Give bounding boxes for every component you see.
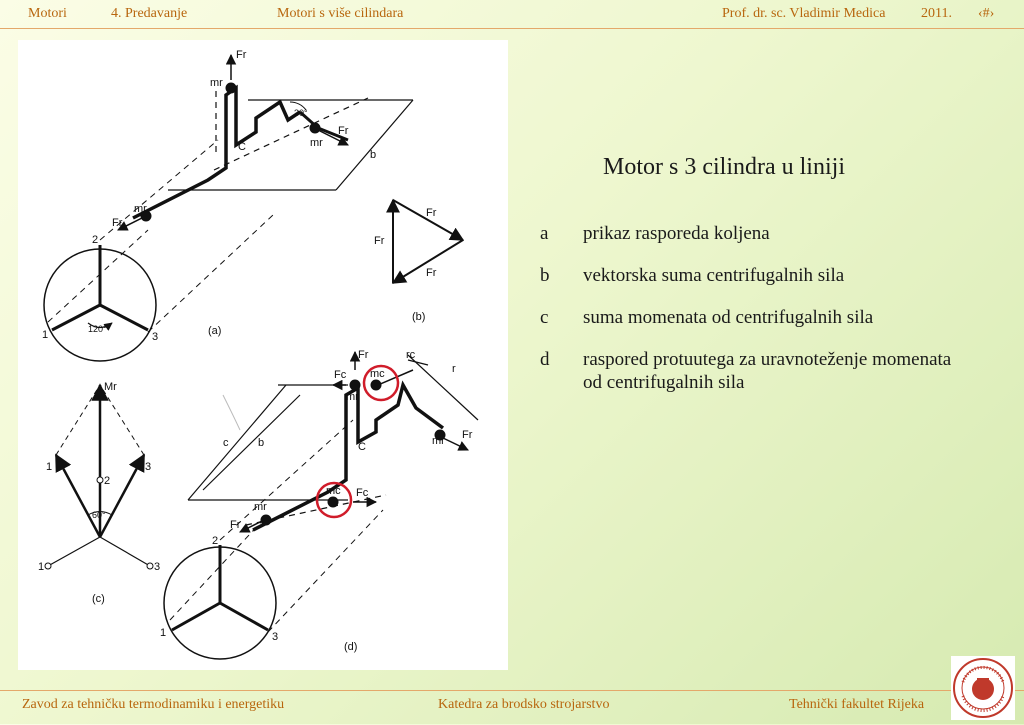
label-d-dim-b: b [258,437,264,449]
label-d-mr-top: mr [346,391,359,403]
footer-bar: Zavod za tehničku termodinamiku i energe… [0,690,1024,725]
label-c-2: 2 [104,475,110,487]
label-d-fc-bottom: Fc [356,487,369,499]
list-item-label: c [540,307,549,328]
label-d-fr-right: Fr [462,429,473,441]
footer-department: Zavod za tehničku termodinamiku i energe… [22,697,285,712]
label-a-fr-left: Fr [112,217,123,229]
list-item-label: b [540,265,550,286]
header-topic: Motori s više cilindara [277,6,404,21]
label-a-mr-top: mr [210,77,223,89]
label-a-fr-right: Fr [338,125,349,137]
label-a-30: 30° [294,108,308,118]
header-course: Motori [28,6,67,21]
label-c-60: 60° [92,510,106,520]
label-c-3: 3 [145,461,151,473]
label-a-c: C [238,141,246,153]
label-d-dim-c: c [223,437,229,449]
label-a-1: 1 [42,329,48,341]
label-c-mr: Mr [104,381,117,393]
label-d-fr-left: Fr [230,519,241,531]
label-d-mc-top: mc [370,368,385,380]
header-year: 2011. [921,6,952,21]
label-c-1: 1 [46,461,52,473]
tag-d: (d) [344,641,357,653]
list-item-text: raspored protuutega za uravnoteženje mom… [583,349,952,393]
label-a-2: 2 [92,234,98,246]
label-a-mr-left: mr [134,203,147,215]
label-a-3: 3 [152,331,158,343]
list-item: a prikaz rasporeda koljena [540,222,960,245]
label-d-3: 3 [272,631,278,643]
tag-a: (a) [208,325,221,337]
label-a-mr-right: mr [310,137,323,149]
label-c-1b: 1 [38,561,44,573]
label-b-fr-2: Fr [374,235,385,247]
list-item: d raspored protuutega za uravnoteženje m… [540,348,960,394]
label-a-120: 120° [88,324,107,334]
header-slide-number: ‹#› [978,6,995,21]
list-item-text: vektorska suma centrifugalnih sila [583,265,845,286]
header-author: Prof. dr. sc. Vladimir Medica [722,6,886,21]
label-b-fr-3: Fr [426,267,437,279]
slide-title: Motor s 3 cilindra u liniji [603,154,845,180]
list-item: c suma momenata od centrifugalnih sila [540,306,960,329]
diagram-d [163,350,479,660]
list-item-label: a [540,223,549,244]
list-item-text: suma momenata od centrifugalnih sila [583,307,874,328]
list-item-label: d [540,349,550,370]
label-d-mc-bottom: mc [326,485,341,497]
diagram-a [43,53,414,362]
label-b-fr-1: Fr [426,207,437,219]
label-d-1: 1 [160,627,166,639]
label-d-mr-right: mr [432,435,445,447]
header-lecture: 4. Predavanje [111,6,188,21]
label-d-r: r [452,363,456,375]
list-item: b vektorska suma centrifugalnih sila [540,264,960,287]
diagram-b [386,198,465,284]
engine-crank-figure: 1 2 3 120° (a) Fr mr C 30° Fr mr b Fr mr… [18,40,508,670]
label-a-dim-b: b [370,149,376,161]
label-d-fc-top: Fc [334,369,347,381]
tag-b: (b) [412,311,425,323]
label-d-2: 2 [212,535,218,547]
label-d-fr-top: Fr [358,349,369,361]
footer-chair: Katedra za brodsko strojarstvo [438,697,610,712]
slide-list: a prikaz rasporeda koljena b vektorska s… [540,222,960,413]
label-a-fr-top: Fr [236,49,247,61]
label-d-mr-left: mr [254,501,267,513]
header-bar: Motori 4. Predavanje Motori s više cilin… [0,0,1024,29]
diagram-c [44,383,154,570]
label-d-c: C [358,441,366,453]
faculty-logo [951,656,1015,720]
seal-icon [953,658,1013,718]
label-c-3b: 3 [154,561,160,573]
label-d-rc: rc [406,349,416,361]
list-item-text: prikaz rasporeda koljena [583,223,770,244]
footer-faculty: Tehnički fakultet Rijeka [789,697,925,712]
tag-c: (c) [92,593,105,605]
